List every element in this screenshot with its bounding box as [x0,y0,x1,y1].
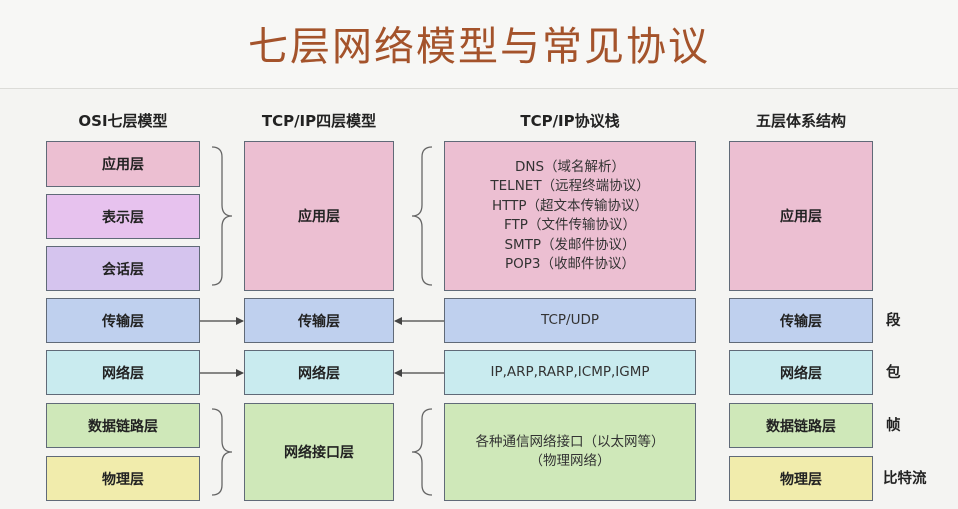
unit-frame: 帧 [886,418,901,434]
stack-application-protocols: DNS（域名解析） TELNET（远程终端协议） HTTP（超文本传输协议） F… [444,141,696,291]
stack-network-protocols: IP,ARP,RARP,ICMP,IGMP [444,350,696,395]
tcpip4-heading: TCP/IP四层模型 [261,112,377,130]
five-datalink-layer: 数据链路层 [729,403,873,448]
osi-physical-layer: 物理层 [46,456,200,501]
interface-line: 各种通信网络接口（以太网等） [475,433,665,450]
brace-right-upper [211,146,233,286]
five-heading: 五层体系结构 [755,112,846,130]
tcpip4-transport-layer: 传输层 [244,298,394,343]
osi-heading: OSI七层模型 [78,112,168,130]
unit-bitstream: 比特流 [883,471,927,487]
five-network-layer: 网络层 [729,350,873,395]
stack-heading: TCP/IP协议栈 [520,112,620,130]
interface-line: （物理网络） [529,453,611,469]
osi-presentation-layer: 表示层 [46,194,200,239]
protocol-http: HTTP（超文本传输协议） [491,197,649,214]
osi-application-layer: 应用层 [46,141,200,187]
page-title: 七层网络模型与常见协议 [248,24,710,70]
tcpip4-interface-layer: 网络接口层 [244,403,394,501]
osi-transport-layer: 传输层 [46,298,200,343]
brace-left-upper [411,146,433,286]
protocol-telnet: TELNET（远程终端协议） [490,178,650,194]
protocol-dns: DNS（域名解析） [514,158,626,175]
osi-network-layer: 网络层 [46,350,200,395]
unit-packet: 包 [886,365,901,381]
tcpip4-network-layer: 网络层 [244,350,394,395]
protocol-smtp: SMTP（发邮件协议） [504,236,636,253]
title-band [0,0,958,89]
five-physical-layer: 物理层 [729,456,873,501]
osi-session-layer: 会话层 [46,246,200,291]
stack-interface: 各种通信网络接口（以太网等） （物理网络） [444,403,696,501]
five-transport-layer: 传输层 [729,298,873,343]
five-application-layer: 应用层 [729,141,873,291]
protocol-ftp: FTP（文件传输协议） [504,217,636,233]
osi-datalink-layer: 数据链路层 [46,403,200,448]
tcpip4-application-layer: 应用层 [244,141,394,291]
unit-segment: 段 [886,313,901,329]
protocol-pop3: POP3（收邮件协议） [505,256,635,272]
brace-right-lower [211,408,233,496]
brace-left-lower [411,408,433,496]
stack-transport-protocols: TCP/UDP [444,298,696,343]
